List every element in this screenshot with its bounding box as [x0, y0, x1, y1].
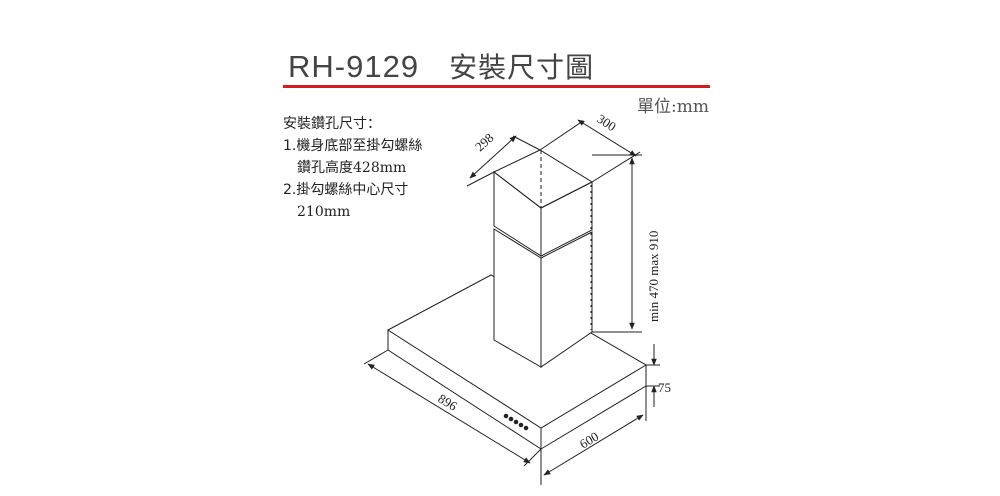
- dimension-75-label: 75: [658, 380, 671, 395]
- note-item-1-line-1: 1.機身底部至掛勾螺絲: [283, 138, 423, 154]
- unit-label: 單位:mm: [637, 97, 709, 117]
- dimension-298: [466, 135, 541, 187]
- notes-heading: 安裝鑽孔尺寸：: [283, 116, 381, 132]
- page-title: RH-9129 安裝尺寸圖: [288, 46, 594, 86]
- dimension-298-label: 298: [472, 130, 497, 154]
- dimension-75: [646, 344, 660, 407]
- dimension-600-label: 600: [577, 429, 601, 452]
- note-item-1-line-2: 鑽孔高度428mm: [297, 160, 407, 176]
- note-item-2-line-2: 210mm: [297, 204, 351, 220]
- dimension-300-label: 300: [594, 111, 619, 134]
- title-underline: [283, 85, 710, 88]
- diagram-title: 安裝尺寸圖: [449, 51, 595, 84]
- chimney-lower: [493, 228, 593, 368]
- note-item-2-line-1: 2.掛勾螺絲中心尺寸: [283, 182, 409, 198]
- installation-notes: 安裝鑽孔尺寸： 1.機身底部至掛勾螺絲 鑽孔高度428mm 2.掛勾螺絲中心尺寸…: [283, 113, 422, 223]
- model-number: RH-9129: [288, 49, 420, 84]
- dimension-height: [592, 154, 642, 333]
- dimension-height-label: min 470 max 910: [646, 231, 661, 322]
- dimension-896: [363, 349, 542, 467]
- dimension-600: [540, 386, 647, 485]
- dimension-300: [539, 119, 641, 183]
